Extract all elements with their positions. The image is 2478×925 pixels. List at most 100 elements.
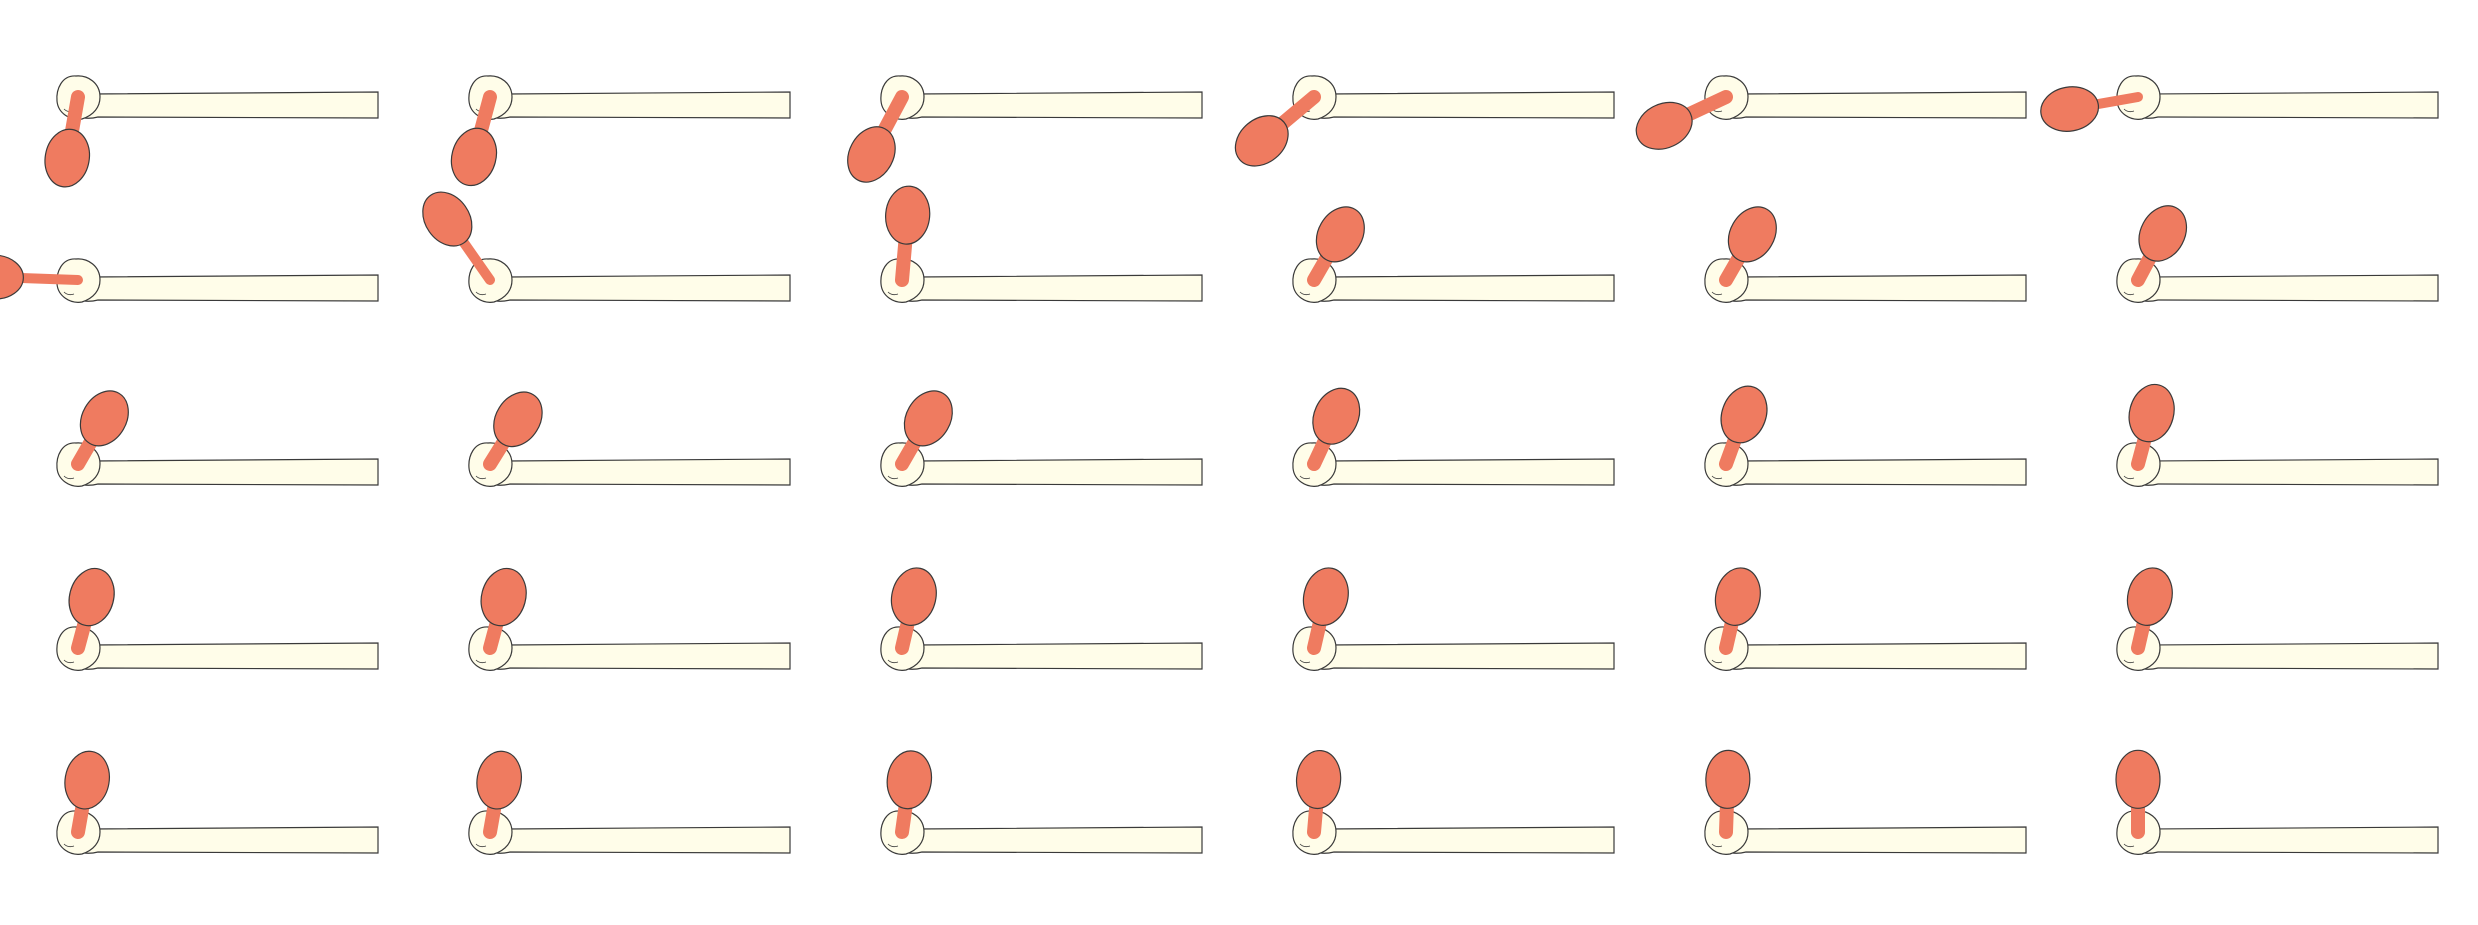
bar-shape	[901, 274, 1203, 302]
bar-body	[880, 75, 1203, 120]
bar-shape	[1725, 642, 2027, 670]
bulb-wrinkle	[2123, 475, 2135, 480]
droplet	[1295, 749, 1342, 839]
droplet	[2126, 567, 2173, 655]
bar-shape	[1313, 826, 1615, 854]
bar-body	[468, 258, 791, 303]
frame-11	[1704, 206, 2027, 303]
droplet	[1307, 387, 1361, 471]
frame-13	[56, 390, 379, 487]
bar-body	[1704, 258, 2027, 303]
droplet-body	[1714, 567, 1761, 626]
bulb-wrinkle	[887, 291, 899, 296]
frame-5	[1635, 75, 2027, 150]
bar-body	[468, 810, 791, 855]
bar-body	[56, 810, 379, 855]
bulb-wrinkle	[1299, 475, 1311, 480]
droplet	[1719, 385, 1768, 471]
frame-16	[1292, 387, 1615, 487]
droplet-body	[1234, 115, 1289, 167]
bar-shape	[1725, 91, 2027, 119]
frame-15	[880, 390, 1203, 487]
droplet-body	[1635, 101, 1693, 150]
bulb-wrinkle	[1711, 659, 1723, 664]
droplet	[1302, 567, 1349, 655]
bulb-wrinkle	[887, 843, 899, 848]
bar-body	[56, 75, 379, 120]
bulb-wrinkle	[1299, 843, 1311, 848]
frame-2	[450, 75, 791, 187]
bar-body	[2116, 75, 2439, 120]
bar-shape	[2137, 274, 2439, 302]
droplet-body	[1705, 749, 1751, 809]
bar-body	[1292, 810, 1615, 855]
droplet	[1714, 567, 1761, 655]
droplet	[885, 185, 931, 287]
bar-shape	[901, 826, 1203, 854]
frame-26	[468, 750, 791, 855]
droplet	[64, 750, 110, 839]
bar-body	[2116, 626, 2439, 671]
bulb-wrinkle	[63, 659, 75, 664]
bulb-wrinkle	[475, 475, 487, 480]
bulb-wrinkle	[887, 659, 899, 664]
droplet-body	[847, 126, 896, 183]
bar-shape	[489, 91, 791, 119]
droplet	[483, 391, 543, 471]
bulb-wrinkle	[1711, 291, 1723, 296]
bar-shape	[489, 826, 791, 854]
droplet-body	[890, 567, 937, 626]
bulb-wrinkle	[2123, 843, 2135, 848]
droplet-body	[68, 567, 115, 627]
droplet	[2131, 205, 2188, 287]
droplet	[476, 750, 522, 839]
bar-shape	[1725, 274, 2027, 302]
bulb-wrinkle	[1711, 475, 1723, 480]
bulb-wrinkle	[475, 291, 487, 296]
frame-17	[1704, 385, 2027, 487]
droplet-body	[44, 128, 91, 188]
bar-shape	[1725, 458, 2027, 486]
bar-body	[1704, 75, 2027, 120]
droplet	[422, 191, 495, 285]
bar-body	[880, 258, 1203, 303]
bar-body	[2116, 258, 2439, 303]
bulb-wrinkle	[887, 475, 899, 480]
droplet-body	[1295, 749, 1342, 810]
bar-shape	[77, 91, 379, 119]
droplet-body	[1315, 206, 1365, 263]
frame-29	[1704, 749, 2027, 855]
frame-19	[56, 567, 379, 671]
bar-body	[1704, 810, 2027, 855]
droplet	[480, 567, 527, 655]
frame-9	[880, 185, 1203, 303]
droplet-body	[1302, 567, 1349, 626]
bar-shape	[1313, 91, 1615, 119]
bar-shape	[1725, 826, 2027, 854]
bulb-wrinkle	[1299, 291, 1311, 296]
droplet-body	[903, 390, 953, 447]
droplet	[886, 750, 933, 839]
droplet	[0, 254, 83, 300]
bar-body	[1292, 258, 1615, 303]
bar-shape	[77, 642, 379, 670]
droplet	[2128, 383, 2175, 471]
droplet	[890, 567, 937, 655]
droplet	[1234, 90, 1321, 167]
droplet-body	[79, 390, 129, 447]
frame-28	[1292, 749, 1615, 855]
frame-24	[2116, 567, 2439, 671]
droplet-body	[480, 567, 527, 627]
bar-body	[1292, 442, 1615, 487]
bar-body	[1704, 442, 2027, 487]
droplet	[68, 567, 115, 655]
bar-shape	[2137, 826, 2439, 854]
droplet	[450, 90, 498, 187]
frame-12	[2116, 205, 2439, 303]
frame-18	[2116, 383, 2439, 487]
frame-25	[56, 750, 379, 855]
droplet-body	[2138, 205, 2188, 262]
bulb-wrinkle	[2123, 291, 2135, 296]
droplet	[2115, 749, 2161, 839]
